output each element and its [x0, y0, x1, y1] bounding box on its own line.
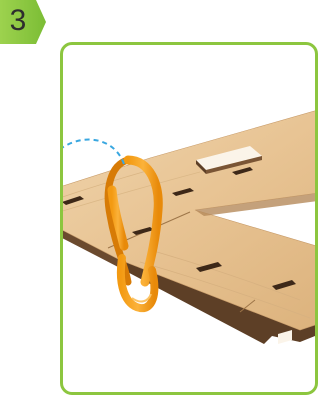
- wooden-board: [10, 108, 325, 344]
